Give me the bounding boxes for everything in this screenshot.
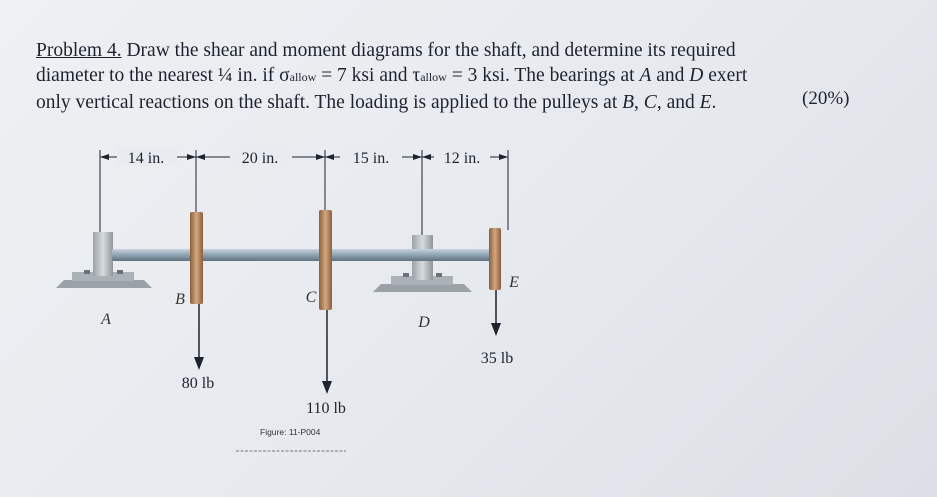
load-arrow-C [322,310,332,394]
load-arrow-B [194,304,204,370]
dim-label-CD: 15 in. [353,150,389,167]
point-label-C: C [306,289,317,306]
var-B: B [622,92,635,113]
load-label-E: 35 lb [481,350,513,367]
line2-part-e: exert [703,65,748,86]
point-label-B: B [175,291,185,308]
shaft [112,249,500,261]
load-label-C: 110 lb [306,400,346,417]
dim-label-BC: 20 in. [242,150,278,167]
var-A: A [639,65,652,86]
line3-part-c: , and [656,92,700,113]
problem-line-1: Problem 4. Draw the shear and moment dia… [36,38,876,63]
problem-line-3: only vertical reactions on the shaft. Th… [36,90,876,115]
percent-weight: (20%) [802,88,850,109]
line2-part-b: = 7 ksi and τ [316,65,421,86]
pulley-C [319,210,332,310]
dim-label-AB: 14 in. [128,150,164,167]
line3-part-d: . [711,92,717,113]
line2-part-c: = 3 ksi. The bearings at [446,65,640,86]
point-label-E: E [508,274,519,291]
load-label-B: 80 lb [182,375,214,392]
line2-part-a: diameter to the nearest ¼ in. if σ [36,65,290,86]
point-label-D: D [417,314,430,331]
pulley-E [489,228,501,290]
problem-line-2: diameter to the nearest ¼ in. if σallow … [36,63,876,90]
var-E: E [699,92,712,113]
problem-line-1-text: Draw the shear and moment diagrams for t… [126,40,736,61]
line3-part-a: only vertical reactions on the shaft. Th… [36,92,623,113]
point-label-A: A [100,311,111,328]
problem-number: Problem 4. [36,40,122,61]
line2-part-d: and [651,65,690,86]
pulley-B [190,212,203,304]
var-C: C [643,92,657,113]
bearing-D [373,235,472,292]
line3-part-b: , [634,92,644,113]
problem-statement: Problem 4. Draw the shear and moment dia… [36,38,876,115]
sigma-subscript: allow [289,70,317,84]
var-D: D [689,65,704,86]
figure-caption: Figure: 11-P004 [260,427,321,437]
dim-label-DE: 12 in. [444,150,480,167]
tau-subscript: allow [420,70,447,84]
load-arrow-E [491,290,501,336]
bearing-A [56,232,152,288]
